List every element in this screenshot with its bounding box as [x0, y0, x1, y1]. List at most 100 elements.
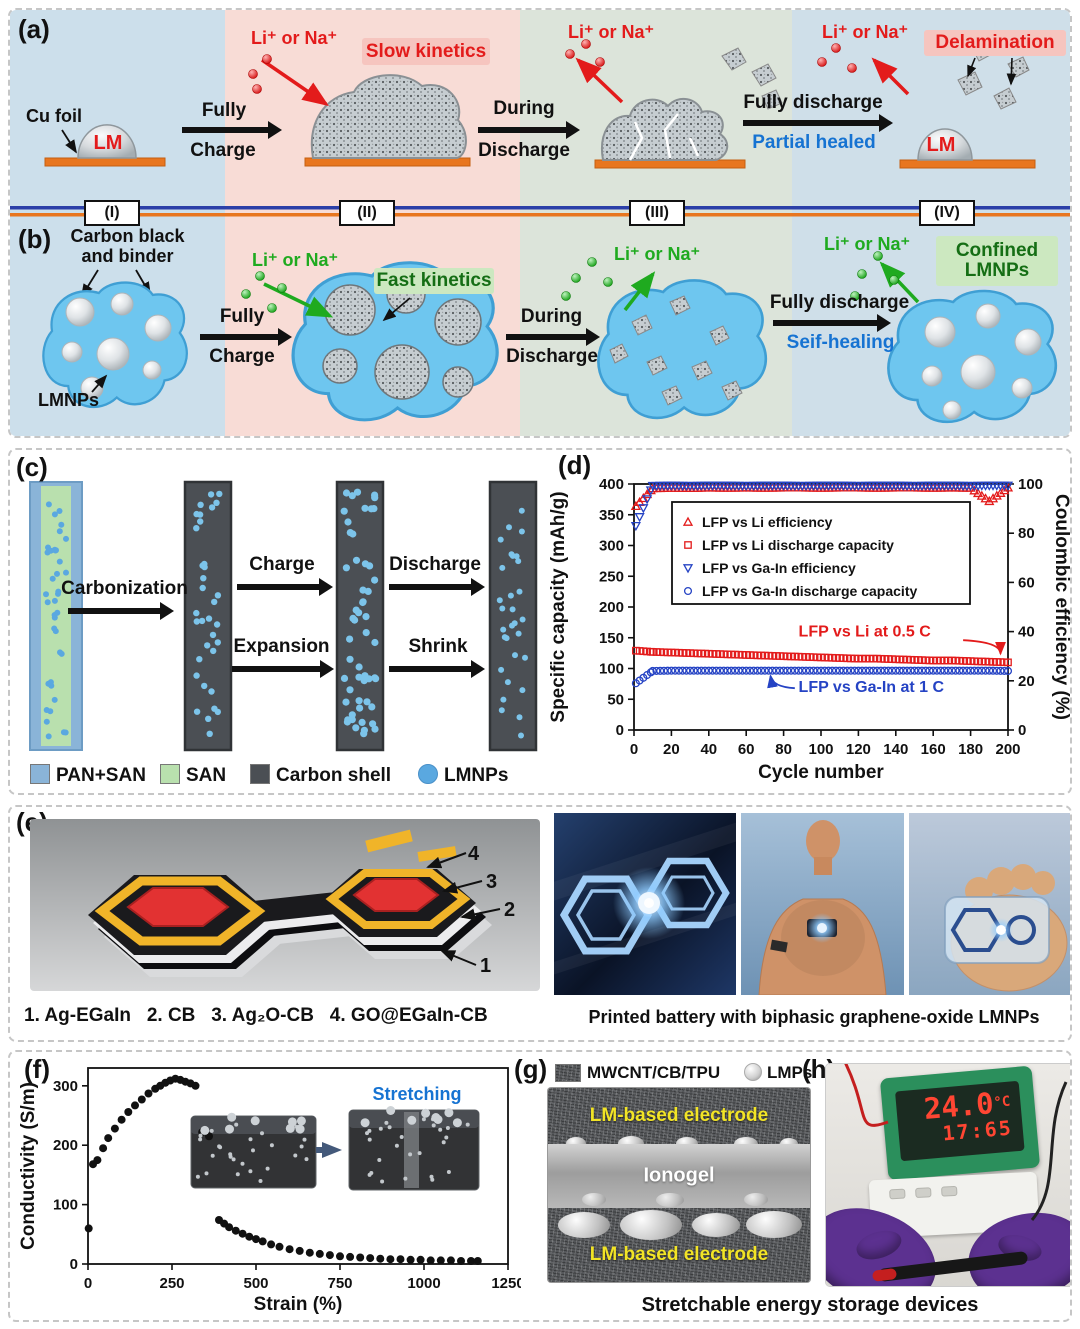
- photo-mannequin: [741, 813, 904, 995]
- stretchable-device-stack: LM-based electrode Ionogel LM-based elec…: [548, 1088, 810, 1282]
- carbon-fiber-3: [488, 480, 538, 752]
- ion-label-b3: Li⁺ or Na⁺: [613, 244, 700, 264]
- lm-label-2: LM: [926, 134, 956, 156]
- fully-discharge-label-a: Fully discharge: [743, 92, 883, 113]
- fully-label-a: Fully: [201, 100, 247, 121]
- svg-text:200: 200: [995, 741, 1020, 758]
- lmnps-label: LMNPs: [38, 390, 100, 410]
- pan-san-legend: PAN+SAN: [56, 765, 146, 786]
- cu-foil-4: [899, 159, 1036, 169]
- svg-text:400: 400: [599, 476, 624, 493]
- fiber-graphics: [29, 480, 538, 752]
- discharge-label-c: Discharge: [389, 554, 481, 575]
- svg-text:80: 80: [1018, 525, 1035, 542]
- svg-text:Specific capacity (mAh/g): Specific capacity (mAh/g): [548, 491, 569, 722]
- svg-text:120: 120: [846, 741, 871, 758]
- confined-lmnps-badge: Confined LMNPs: [936, 236, 1058, 286]
- arrow-charge-c: [237, 584, 319, 590]
- mechanism-graphics: [10, 39, 1070, 424]
- svg-text:100: 100: [599, 661, 624, 678]
- partial-healed-label: Partial healed: [752, 132, 876, 153]
- panel-b-label: (b): [18, 224, 52, 254]
- arrow-fully-discharge-b: [773, 320, 877, 326]
- svg-text:350: 350: [599, 507, 624, 524]
- carbonization-label: Carbonization: [61, 578, 188, 599]
- layer-marker-2: 2: [504, 899, 516, 921]
- svg-text:20: 20: [1018, 673, 1035, 690]
- svg-text:0: 0: [1018, 722, 1026, 739]
- carbon-shell-legend: Carbon shell: [276, 765, 392, 786]
- svg-text:250: 250: [159, 1275, 184, 1292]
- fully-discharge-label-b: Fully discharge: [769, 292, 910, 313]
- stage-box-3: (III): [629, 200, 685, 226]
- svg-text:60: 60: [1018, 574, 1035, 591]
- svg-text:40: 40: [1018, 624, 1035, 641]
- svg-text:0: 0: [616, 722, 624, 739]
- charge-label-a: Charge: [190, 140, 256, 161]
- arrow-charge-a: [182, 127, 268, 133]
- stretching-label: Stretching: [372, 1084, 462, 1104]
- layer-marker-3: 3: [486, 871, 498, 893]
- bottom-electrode-layer: LM-based electrode: [548, 1208, 810, 1282]
- lmps-legend: LMPs: [767, 1063, 813, 1082]
- arrow-charge-b: [200, 334, 278, 340]
- stage-box-2: (II): [339, 200, 395, 226]
- arrow-carbonization: [68, 608, 160, 614]
- confined-line2: LMNPs: [964, 260, 1030, 281]
- panel-c-label: (c): [16, 452, 48, 482]
- arrow-fully-discharge-a: [743, 120, 879, 126]
- svg-text:300: 300: [599, 538, 624, 555]
- discharge-label-b: Discharge: [506, 346, 598, 367]
- svg-text:150: 150: [599, 630, 624, 647]
- ion-label-b2: Li⁺ or Na⁺: [251, 250, 338, 270]
- delamination-badge: Delamination: [924, 30, 1066, 56]
- section-stretchable: 0250500750100012500100200300Conductivity…: [8, 1050, 1072, 1322]
- svg-text:140: 140: [883, 741, 908, 758]
- cu-foil-label: Cu foil: [26, 106, 82, 126]
- mwcnt-swatch: [555, 1064, 581, 1082]
- lmnps-legend: LMNPs: [444, 765, 509, 786]
- fast-kinetics-badge: Fast kinetics: [374, 268, 494, 294]
- lm-droplet-2: [917, 128, 973, 161]
- confined-line1: Confined: [955, 240, 1039, 262]
- svg-text:60: 60: [738, 741, 755, 758]
- carbon-black-label-1: Carbon black: [70, 226, 185, 246]
- stage-box-1: (I): [84, 200, 140, 226]
- stage-box-4: (IV): [919, 200, 975, 226]
- svg-text:0: 0: [70, 1256, 78, 1273]
- svg-text:1000: 1000: [407, 1275, 440, 1292]
- carbon-shell-swatch: [250, 764, 270, 784]
- ion-label-a2: Li⁺ or Na⁺: [250, 28, 337, 48]
- svg-text:200: 200: [53, 1137, 78, 1154]
- svg-text:160: 160: [921, 741, 946, 758]
- stretchable-caption: Stretchable energy storage devices: [641, 1294, 979, 1316]
- svg-text:500: 500: [243, 1275, 268, 1292]
- charge-label-b: Charge: [209, 346, 275, 367]
- svg-text:Cycle number: Cycle number: [758, 762, 884, 783]
- section-printed-battery: (e) 4 3 2 1 1. Ag-EGaIn 2. CB 3. Ag₂O-CB…: [8, 805, 1072, 1042]
- arrow-shrink: [389, 666, 471, 672]
- svg-text:250: 250: [599, 568, 624, 585]
- svg-text:LFP vs Ga-In efficiency: LFP vs Ga-In efficiency: [702, 560, 856, 576]
- section-synthesis-cycling: (c) Carbonization Charge Expansion Disch…: [8, 448, 1072, 795]
- layer-marker-1: 1: [480, 955, 492, 977]
- arrow-discharge-b: [506, 334, 586, 340]
- svg-text:100: 100: [808, 741, 833, 758]
- carbon-black-label-2: and binder: [81, 246, 174, 266]
- panel-g-label: (g): [514, 1054, 548, 1084]
- top-electrode-layer: LM-based electrode: [548, 1088, 810, 1151]
- photo-hand-device: [909, 813, 1070, 995]
- fully-label-b: Fully: [219, 306, 265, 327]
- charge-label-c: Charge: [249, 554, 315, 575]
- svg-text:300: 300: [53, 1078, 78, 1095]
- arrow-expansion: [232, 666, 320, 672]
- svg-text:50: 50: [607, 691, 624, 708]
- san-legend: SAN: [186, 765, 227, 786]
- svg-text:Strain (%): Strain (%): [254, 1294, 343, 1315]
- svg-text:40: 40: [700, 741, 717, 758]
- printed-battery-caption: Printed battery with biphasic graphene-o…: [588, 1007, 1040, 1027]
- self-healing-label: Seif-healing: [786, 332, 895, 353]
- svg-text:200: 200: [599, 599, 624, 616]
